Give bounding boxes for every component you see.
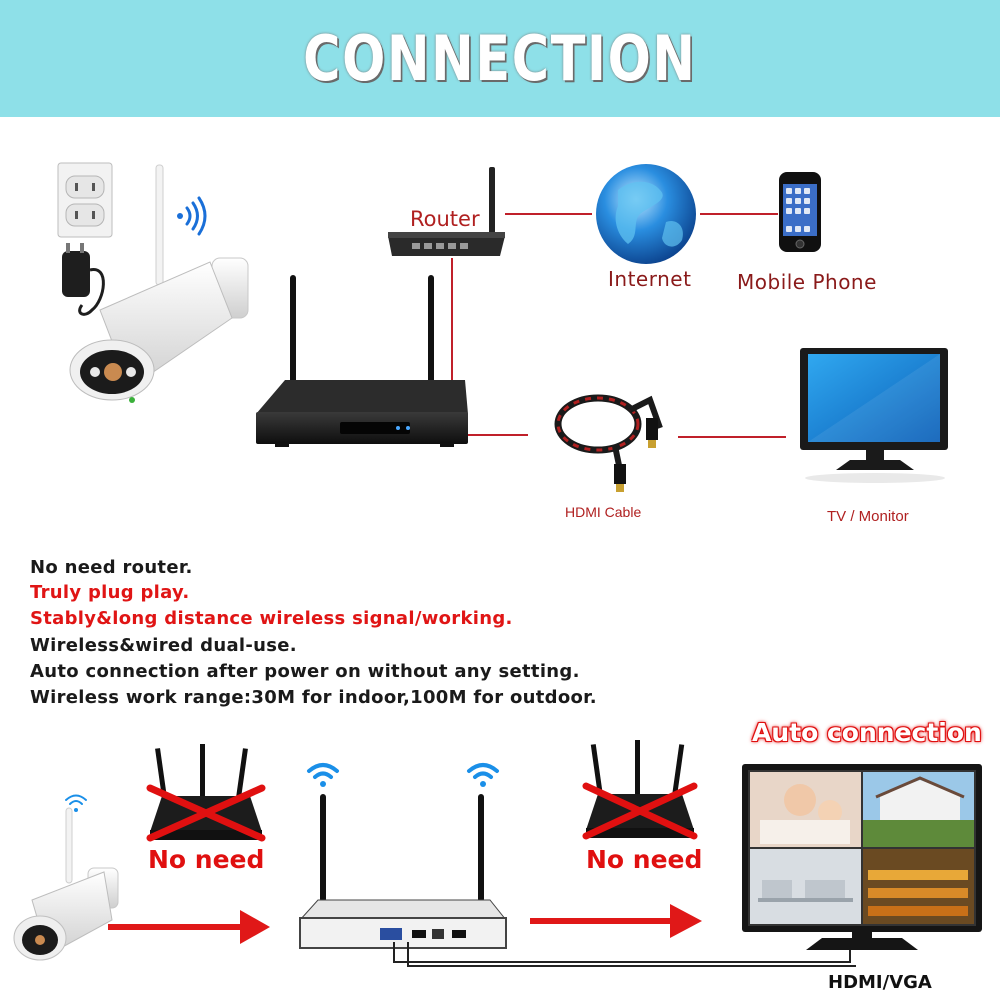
feature-line: Wireless work range:30M for indoor,100M … [30,687,597,708]
router-label: Router [410,207,480,231]
internet-label: Internet [608,267,692,291]
hdmi-cable-label: HDMI Cable [565,504,642,520]
nvr-icon [298,794,508,949]
tv-monitor-label: TV / Monitor [827,508,909,525]
cross-out-icon [146,784,266,842]
ip-camera-icon [69,164,249,403]
arrow-right-icon [530,904,702,938]
cross-out-icon [582,782,698,840]
connection-lines [451,213,786,438]
feature-line: Stably&long distance wireless signal/wor… [30,608,513,629]
monitor-icon [800,348,948,483]
arrow-right-icon [108,910,270,944]
wifi-signal-icon [467,763,499,787]
hdmi-vga-label: HDMI/VGA [828,972,932,993]
wifi-signal-icon [177,196,207,236]
nvr-icon [256,275,468,447]
feature-line: Wireless&wired dual-use. [30,635,297,656]
wifi-signal-icon [307,763,339,787]
globe-icon [596,164,696,264]
feature-line: Truly plug play. [30,582,190,603]
feature-line: No need router. [30,557,193,578]
video-cable [393,940,856,967]
router-icon [586,740,694,838]
power-adapter-icon [62,243,105,316]
router-icon [388,167,505,256]
feature-line: Auto connection after power on without a… [30,661,580,682]
monitor-icon [742,764,982,950]
no-need-label-left: No need [148,845,265,874]
ip-camera-icon [13,807,119,961]
no-need-label-right: No need [586,845,703,874]
mobile-phone-icon [779,172,821,252]
mobile-phone-label: Mobile Phone [737,270,877,294]
hdmi-cable-icon [554,394,663,492]
wall-outlet-icon [57,162,113,238]
camera-feed-office [750,849,861,924]
camera-feed-house [863,772,974,847]
wifi-signal-icon [65,794,87,812]
banner: CONNECTION [0,0,1000,117]
auto-connection-label: Auto connection [752,718,982,747]
camera-feed-nursery [750,772,861,847]
camera-feed-store [863,849,974,924]
banner-title: CONNECTION [303,22,697,95]
